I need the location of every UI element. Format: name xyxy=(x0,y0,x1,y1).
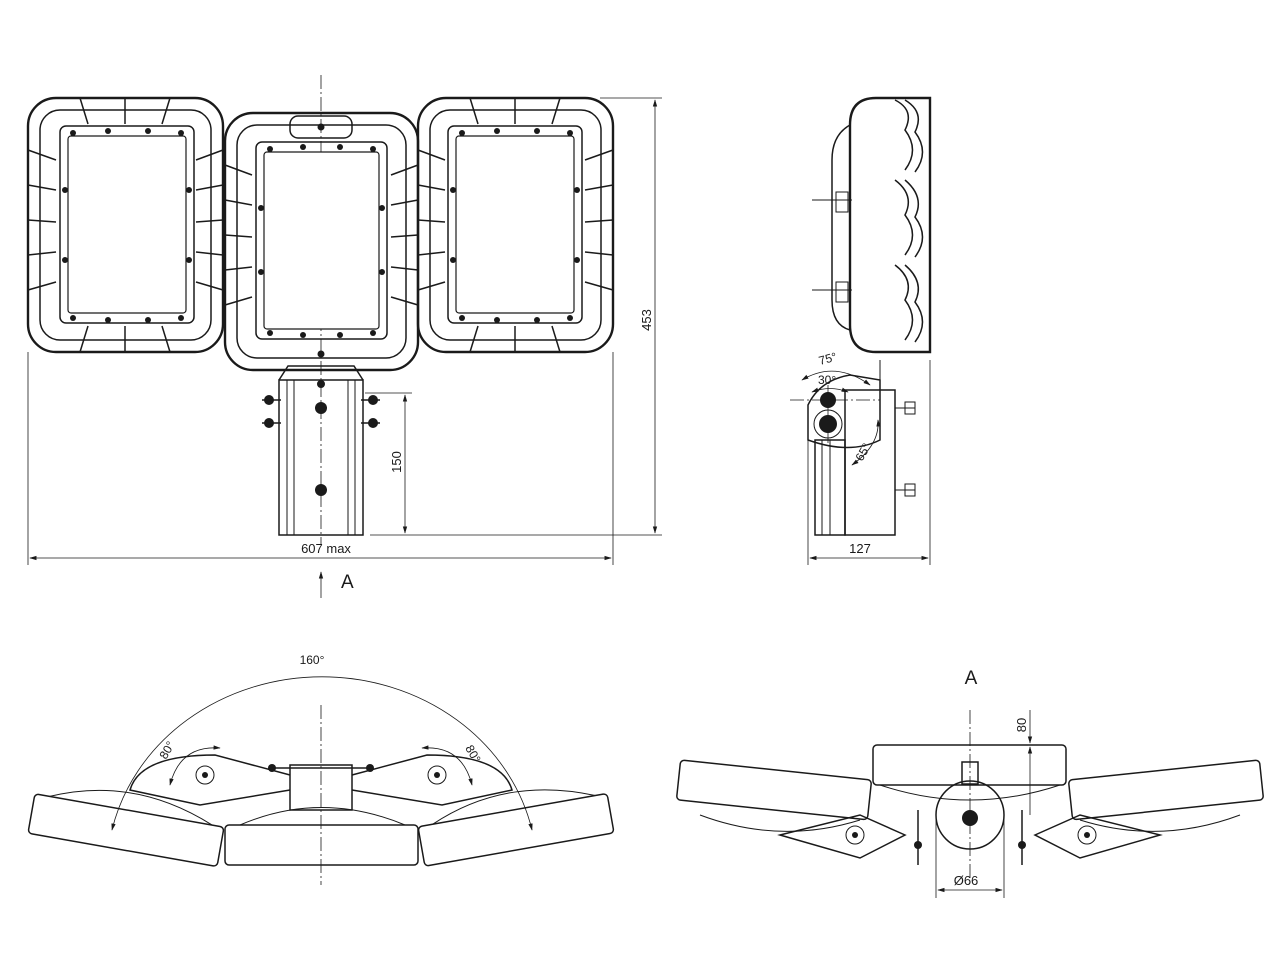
section-marker-a: A xyxy=(318,571,354,598)
view-a: A 80 xyxy=(676,668,1264,898)
dimension-diameter-66: Ø66 xyxy=(935,815,1005,898)
spread-angle-label: 160° xyxy=(300,653,325,667)
right-lamp-panel xyxy=(416,96,615,354)
top-view: 160° 80° 80° xyxy=(27,653,615,885)
angle-75-label: 75° xyxy=(817,350,838,368)
top-right-panel xyxy=(417,789,615,867)
pipe-diameter-label: Ø66 xyxy=(954,873,979,888)
center-lamp-panel xyxy=(223,111,420,372)
depth-label: 127 xyxy=(849,541,871,556)
view-a-right-panel xyxy=(1068,759,1264,821)
dimension-80: 80 xyxy=(980,710,1038,815)
width-label: 607 max xyxy=(301,541,351,556)
bracket-height-label: 150 xyxy=(389,451,404,473)
view-a-title: A xyxy=(965,668,978,689)
section-marker-label: A xyxy=(341,572,354,593)
dimension-607: 607 max xyxy=(27,352,614,565)
dimension-150: 150 xyxy=(365,392,412,534)
offset-label: 80 xyxy=(1014,718,1029,732)
view-a-center-panel xyxy=(872,744,1067,786)
dimension-127: 127 xyxy=(807,360,931,565)
front-view: 453 150 607 max A xyxy=(26,75,662,598)
angle-30-label: 30° xyxy=(818,373,836,387)
top-left-panel xyxy=(27,789,225,867)
top-hub xyxy=(289,764,353,811)
side-bracket xyxy=(790,360,916,536)
view-a-left-panel xyxy=(676,759,872,821)
left-lamp-panel xyxy=(26,96,225,354)
height-label: 453 xyxy=(639,309,654,331)
side-lamp-body xyxy=(812,96,932,354)
side-angles: 75° 30° 65° xyxy=(801,350,881,466)
side-view: 75° 30° 65° 127 xyxy=(790,96,932,565)
mounting-bracket xyxy=(262,365,380,536)
top-center-panel xyxy=(224,824,419,866)
